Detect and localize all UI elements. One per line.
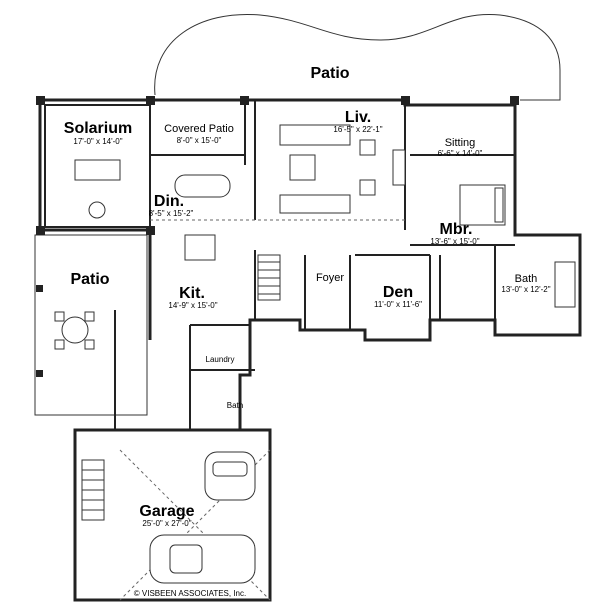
- bed: [459, 184, 506, 226]
- covered-patio-label: Covered Patio: [164, 123, 234, 135]
- covered-patio-size: 8'-0" x 15'-0": [177, 136, 222, 145]
- dining-size: 8'-5" x 15'-2": [149, 209, 194, 218]
- garage-size: 25'-0" x 27'-0": [142, 519, 191, 528]
- patio-left-label: Patio: [70, 271, 109, 288]
- patio-left-outline: [34, 234, 148, 416]
- laundry-label: Laundry: [206, 355, 235, 364]
- living-furniture: [279, 124, 376, 214]
- solarium-furniture: [74, 159, 121, 219]
- solarium-size: 17'-0" x 14'-0": [73, 137, 122, 146]
- copyright: © VISBEEN ASSOCIATES, Inc.: [134, 589, 246, 598]
- stairs-main: [257, 254, 281, 301]
- den-size: 11'-0" x 11'-6": [374, 300, 422, 309]
- bath-label: Bath: [227, 401, 243, 410]
- sitting-label: Sitting: [445, 137, 476, 149]
- living-label: Liv.: [345, 109, 371, 126]
- master-bath-label: Bath: [515, 273, 538, 285]
- master-label: Mbr.: [440, 221, 473, 238]
- fireplace: [392, 149, 406, 186]
- dining-label: Din.: [154, 193, 184, 210]
- garage-stairs: [81, 459, 105, 521]
- patio-top-outline: [154, 13, 561, 101]
- car-icon: [149, 534, 256, 584]
- living-size: 16'-5" x 22'-1": [333, 125, 382, 134]
- master-bathtub: [554, 261, 576, 308]
- foyer-label: Foyer: [316, 272, 344, 284]
- garage-label: Garage: [139, 503, 194, 520]
- exterior-wall: [40, 98, 582, 430]
- kitchen-size: 14'-9" x 15'-0": [168, 301, 217, 310]
- kitchen-island: [184, 234, 216, 261]
- master-size: 13'-6" x 15'-0": [430, 237, 479, 246]
- master-bath-size: 13'-0" x 12'-2": [501, 285, 550, 294]
- patio-table: [54, 311, 95, 350]
- solarium-label: Solarium: [64, 120, 132, 137]
- dining-table: [174, 174, 231, 198]
- patio-top-label: Patio: [310, 65, 349, 82]
- sitting-size: 6'-6" x 14'-0": [438, 149, 483, 158]
- structural-posts: [36, 96, 519, 377]
- kitchen-label: Kit.: [179, 285, 205, 302]
- den-label: Den: [383, 284, 413, 301]
- car-icon: [204, 451, 256, 501]
